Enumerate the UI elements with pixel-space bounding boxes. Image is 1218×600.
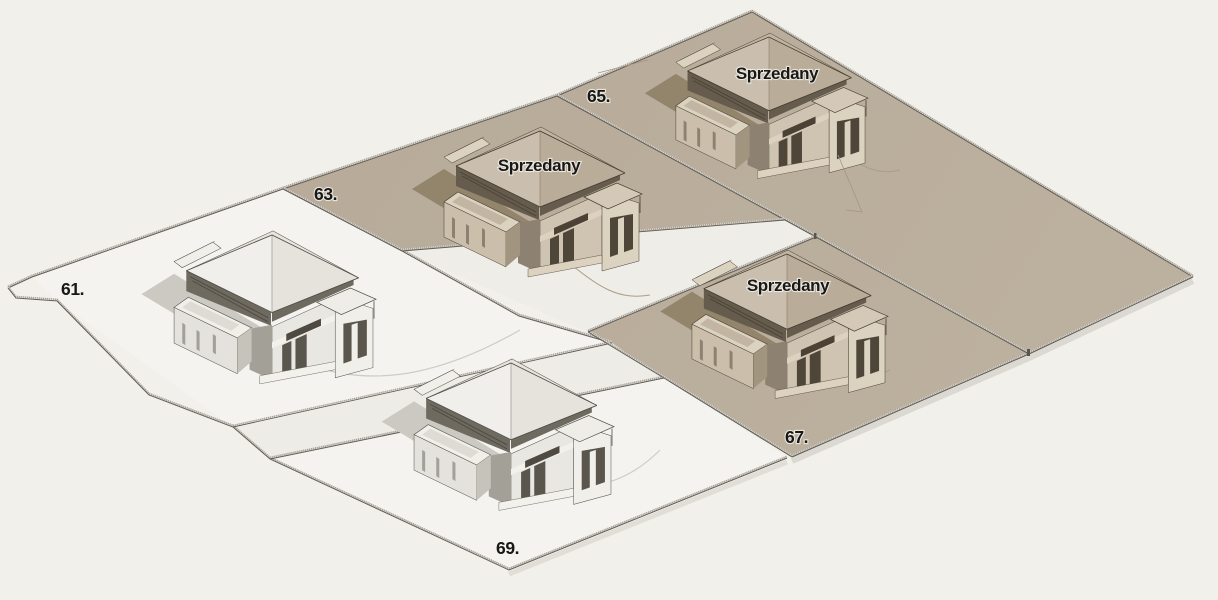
svg-text:69.: 69. <box>496 538 519 558</box>
svg-text:61.: 61. <box>61 279 84 299</box>
svg-text:Sprzedany: Sprzedany <box>736 64 819 83</box>
svg-text:Sprzedany: Sprzedany <box>747 276 830 295</box>
svg-text:63.: 63. <box>314 184 337 204</box>
svg-text:65.: 65. <box>587 86 610 106</box>
svg-text:67.: 67. <box>785 427 808 447</box>
svg-text:Sprzedany: Sprzedany <box>498 156 581 175</box>
